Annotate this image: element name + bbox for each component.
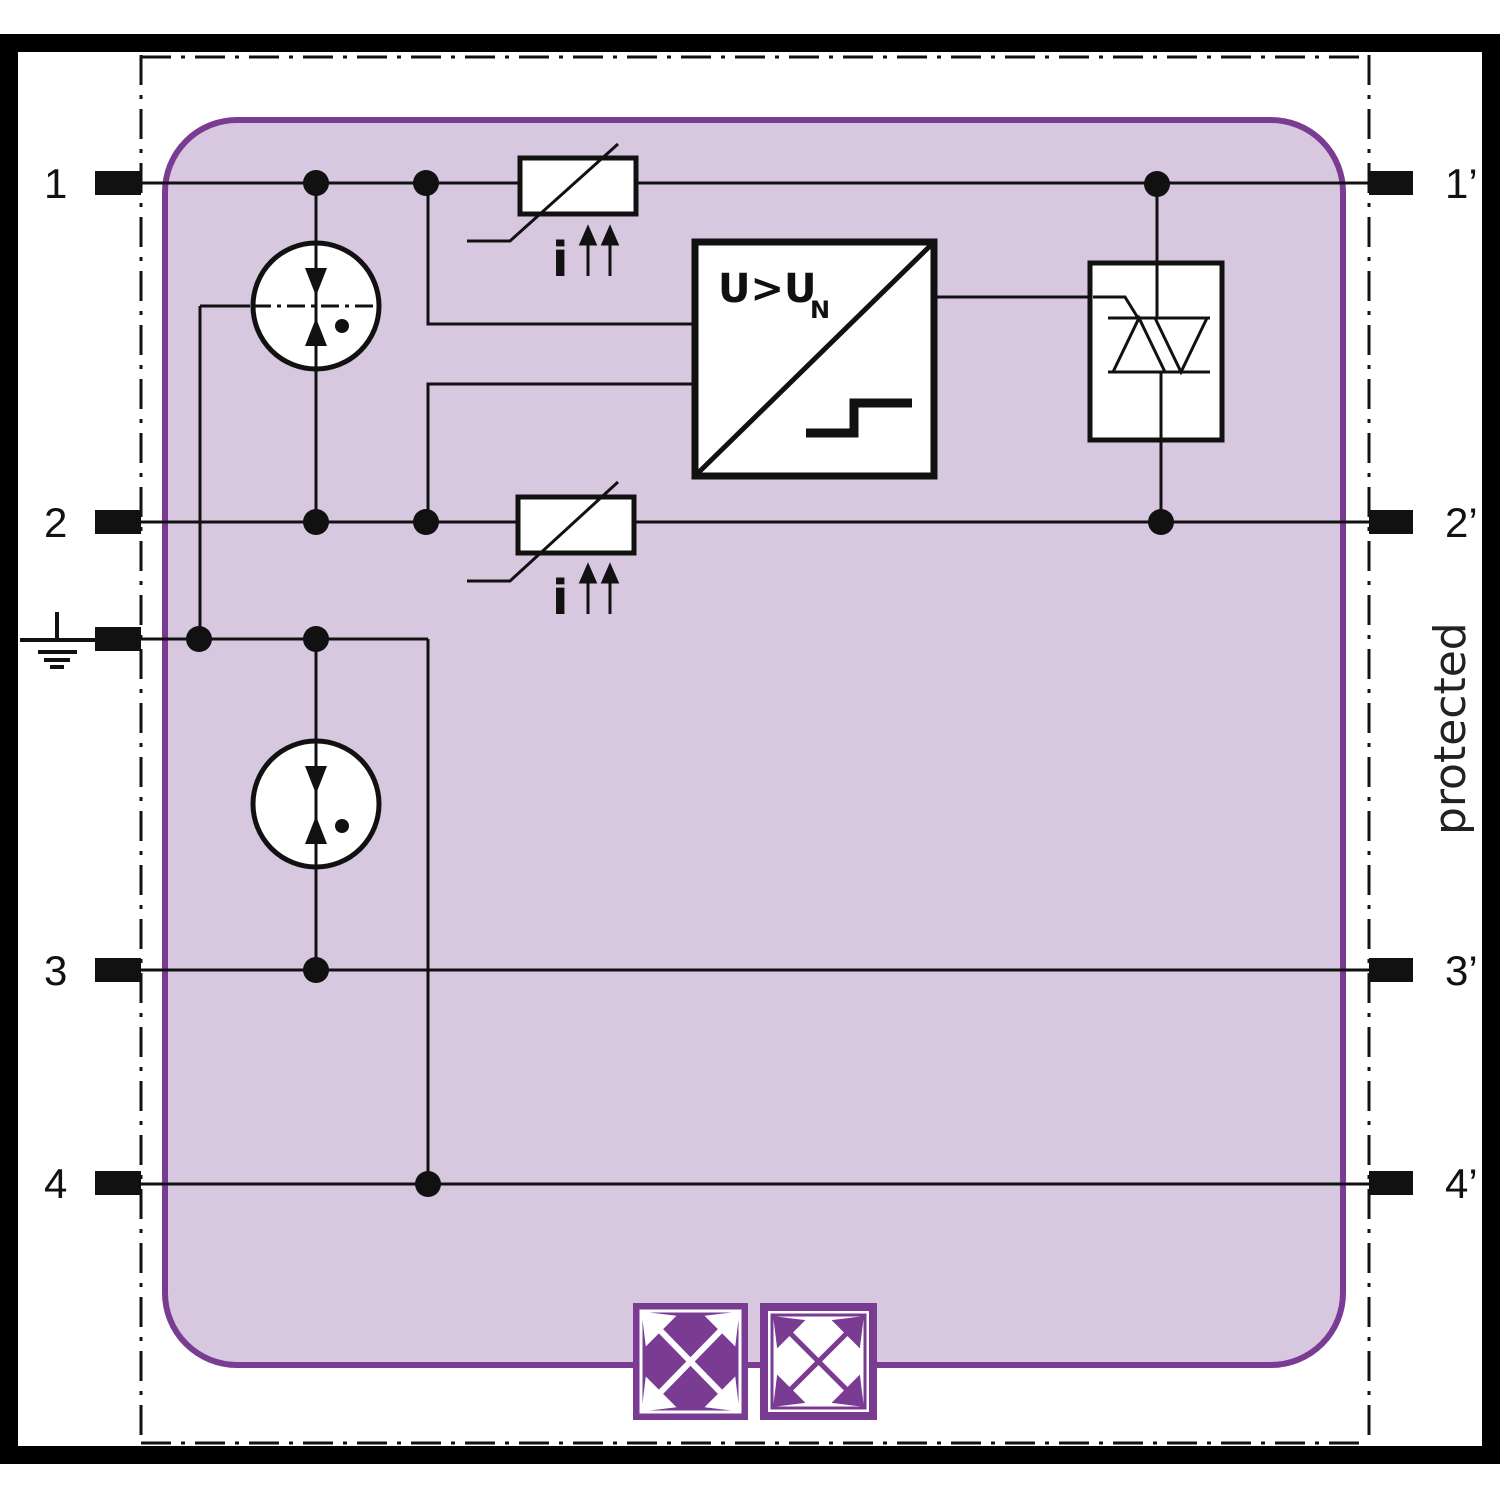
- ground-icon: [20, 612, 95, 669]
- terminal-label-2: 2: [44, 499, 67, 546]
- terminal-2: [95, 510, 141, 534]
- module-indicator-icon: [760, 1303, 877, 1420]
- varistor-icon: i: [467, 142, 639, 288]
- terminal-1: [95, 171, 141, 195]
- terminal-3: [95, 958, 141, 982]
- terminal-label-3-out: 3’: [1445, 947, 1478, 994]
- module-indicator-icon: [633, 1303, 748, 1420]
- gas-discharge-tube-icon: [250, 738, 382, 870]
- terminal-4-out: [1369, 1171, 1413, 1195]
- side-label: protected: [1425, 622, 1476, 835]
- terminal-label-4-out: 4’: [1445, 1160, 1478, 1207]
- varistor-label: i: [552, 232, 568, 288]
- terminal-label-4: 4: [44, 1160, 67, 1207]
- terminal-3-out: [1369, 958, 1413, 982]
- wires: [141, 181, 1369, 1186]
- gas-discharge-tube-icon: [250, 240, 382, 372]
- terminal-label-1-out: 1’: [1445, 160, 1478, 207]
- varistor-label: i: [552, 570, 568, 626]
- comparator-icon: U>U N: [691, 238, 938, 480]
- varistor-icon: i: [467, 480, 637, 626]
- outer-frame: [0, 34, 1500, 1464]
- comparator-label: U>U: [718, 266, 816, 312]
- module-body: [162, 117, 1346, 1368]
- terminal-2-out: [1369, 510, 1413, 534]
- terminal-label-3: 3: [44, 947, 67, 994]
- terminal-label-1: 1: [44, 160, 67, 207]
- output-terminals: [1369, 171, 1413, 1195]
- terminal-4: [95, 1171, 141, 1195]
- terminal-1-out: [1369, 171, 1413, 195]
- input-terminals: [95, 171, 141, 1195]
- junction-dots: [186, 170, 1174, 1197]
- thyristor-icon: [1087, 260, 1225, 443]
- comparator-subscript: N: [810, 296, 830, 324]
- terminal-ground: [95, 627, 141, 651]
- terminal-label-2-out: 2’: [1445, 499, 1478, 546]
